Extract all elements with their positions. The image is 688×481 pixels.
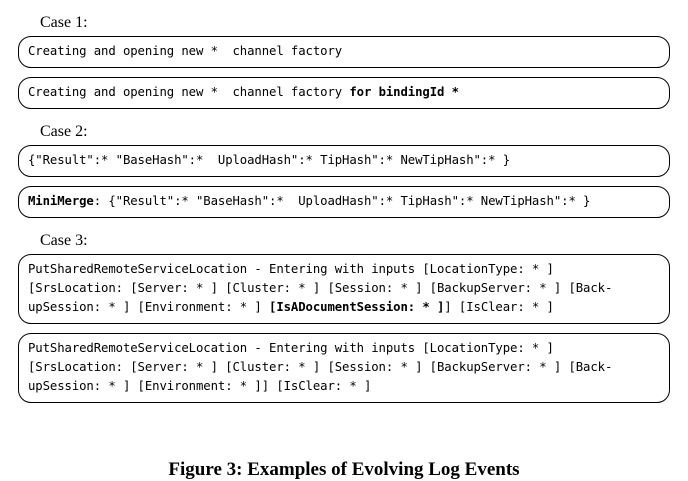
log-text-segment: PutSharedRemoteServiceLocation - Enterin…: [28, 341, 554, 355]
log-event-line: upSession: * ] [Environment: * ]] [IsCle…: [28, 377, 660, 396]
log-event-line: PutSharedRemoteServiceLocation - Enterin…: [28, 339, 660, 358]
log-text-segment: : {"Result":* "BaseHash":* UploadHash":*…: [93, 194, 591, 208]
figure-caption: Figure 3: Examples of Evolving Log Event…: [168, 459, 520, 480]
log-event-line: [SrsLocation: [Server: * ] [Cluster: * ]…: [28, 358, 660, 377]
log-event-box: PutSharedRemoteServiceLocation - Enterin…: [18, 254, 670, 324]
log-text-segment: PutSharedRemoteServiceLocation - Enterin…: [28, 262, 554, 276]
cases-container: Case 1: Creating and opening new * channe…: [0, 14, 688, 421]
log-event-line: Creating and opening new * channel facto…: [28, 83, 660, 102]
log-event-line: PutSharedRemoteServiceLocation - Enterin…: [28, 260, 660, 279]
log-text-emphasis: [IsADocumentSession: * ]: [269, 300, 445, 314]
box-spacer: [0, 68, 688, 77]
log-text-segment: upSession: * ] [Environment: * ]] [IsCle…: [28, 379, 372, 393]
log-event-box: Creating and opening new * channel facto…: [18, 36, 670, 68]
log-event-box: MiniMerge: {"Result":* "BaseHash":* Uplo…: [18, 186, 670, 218]
log-event-line: {"Result":* "BaseHash":* UploadHash":* T…: [28, 151, 660, 170]
log-text-segment: [SrsLocation: [Server: * ] [Cluster: * ]…: [28, 360, 613, 374]
log-text-segment: Creating and opening new * channel facto…: [28, 85, 350, 99]
log-event-box: {"Result":* "BaseHash":* UploadHash":* T…: [18, 145, 670, 177]
log-text-segment: Creating and opening new * channel facto…: [28, 44, 343, 58]
top-spacer: [0, 0, 688, 14]
log-text-emphasis: MiniMerge: [28, 194, 94, 208]
log-text-segment: {"Result":* "BaseHash":* UploadHash":* T…: [28, 153, 511, 167]
box-spacer: [0, 403, 688, 421]
log-event-line: upSession: * ] [Environment: * ] [IsADoc…: [28, 298, 660, 317]
log-event-box: PutSharedRemoteServiceLocation - Enterin…: [18, 333, 670, 403]
log-event-line: [SrsLocation: [Server: * ] [Cluster: * ]…: [28, 279, 660, 298]
case-label-1: Case 1:: [40, 14, 88, 31]
case-label-2: Case 2:: [40, 123, 88, 140]
case-label-3: Case 3:: [40, 232, 88, 249]
box-spacer: [0, 109, 688, 123]
box-spacer: [0, 218, 688, 232]
log-event-line: Creating and opening new * channel facto…: [28, 42, 660, 61]
log-text-emphasis: for bindingId *: [349, 85, 459, 99]
log-text-segment: ] [IsClear: * ]: [444, 300, 554, 314]
log-text-segment: upSession: * ] [Environment: * ]: [28, 300, 270, 314]
log-event-box: Creating and opening new * channel facto…: [18, 77, 670, 109]
box-spacer: [0, 324, 688, 333]
log-event-line: MiniMerge: {"Result":* "BaseHash":* Uplo…: [28, 192, 660, 211]
box-spacer: [0, 177, 688, 186]
log-text-segment: [SrsLocation: [Server: * ] [Cluster: * ]…: [28, 281, 613, 295]
